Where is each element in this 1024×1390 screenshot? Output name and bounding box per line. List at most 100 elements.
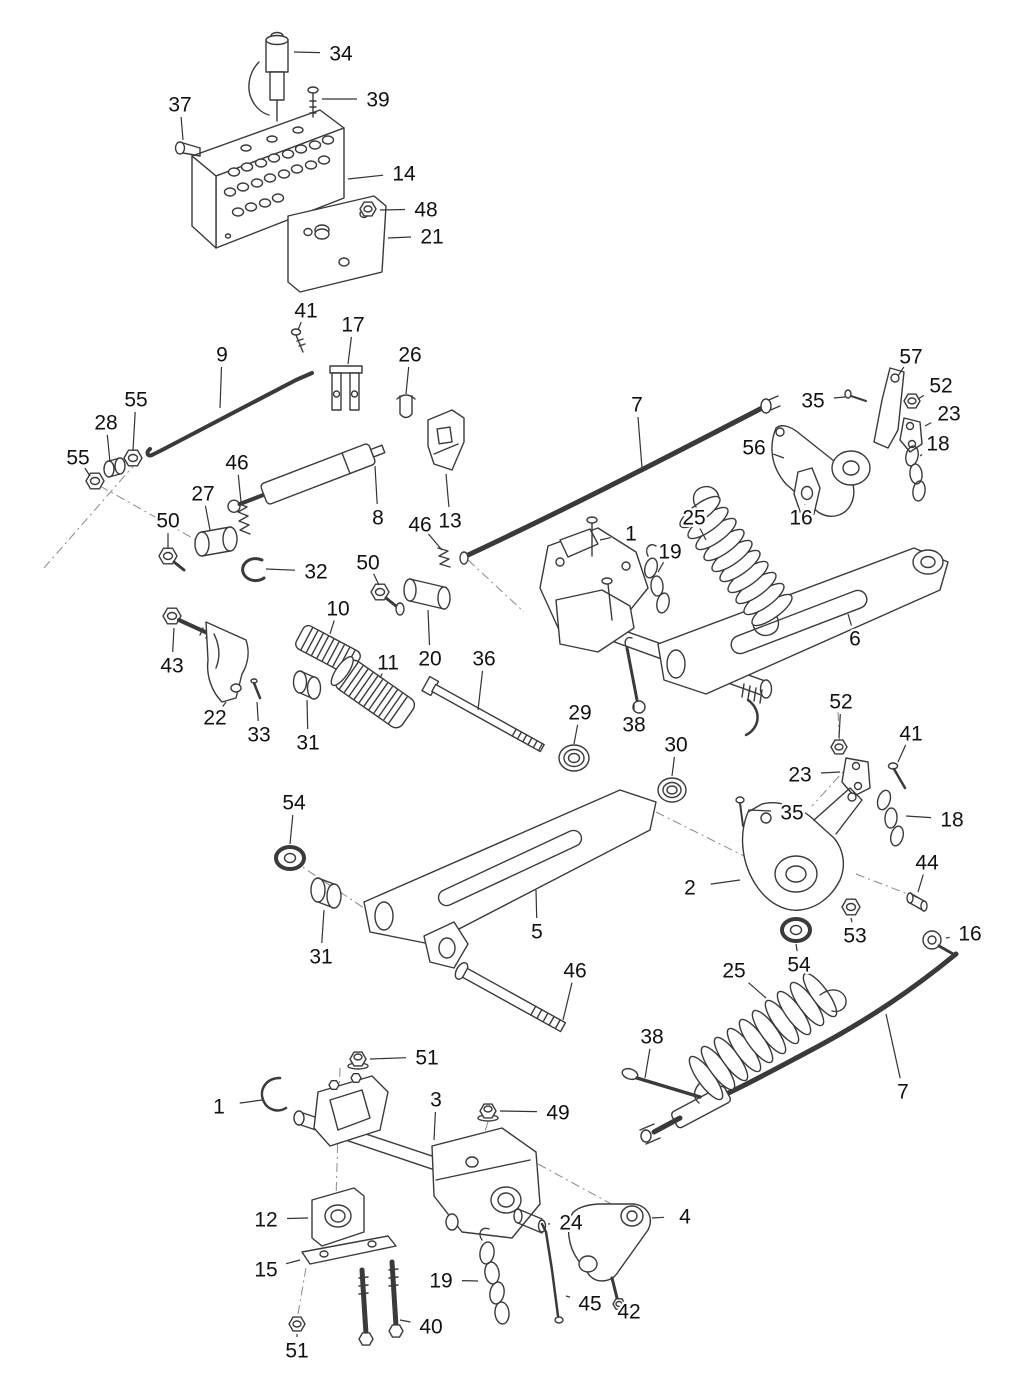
callout-leader-23 xyxy=(924,422,932,427)
callout-label-9: 9 xyxy=(216,343,228,366)
part-38-eye-bolt xyxy=(624,636,646,714)
part-55-nut xyxy=(123,449,143,467)
callout-leader-46 xyxy=(427,533,443,551)
callout-label-12: 12 xyxy=(254,1208,277,1231)
callout-leader-19 xyxy=(657,562,665,573)
callout-label-37: 37 xyxy=(168,93,191,116)
part-50-bolt xyxy=(158,547,186,572)
callout-leader-22 xyxy=(222,701,227,707)
callout-leader-25 xyxy=(699,528,707,541)
callout-leader-4 xyxy=(651,1216,665,1219)
callout-label-19: 19 xyxy=(658,540,681,563)
part-52-nut xyxy=(903,393,921,409)
callout-leader-40 xyxy=(399,1319,411,1323)
callout-leader-35 xyxy=(833,396,846,399)
part-11-splined-shaft xyxy=(330,656,416,729)
callout-label-54: 54 xyxy=(282,791,306,814)
part-46-spring-pin xyxy=(236,502,251,535)
callout-leader-5 xyxy=(535,889,538,919)
callout-leader-14 xyxy=(347,174,384,180)
callout-label-31: 31 xyxy=(296,731,319,754)
callout-label-35: 35 xyxy=(780,801,803,824)
part-52-nut xyxy=(830,739,848,755)
callout-label-52: 52 xyxy=(929,374,952,397)
callout-leader-32 xyxy=(265,568,296,571)
part-44-pin xyxy=(906,892,928,912)
callout-leader-8 xyxy=(374,465,378,505)
part-56-curved-link-arm xyxy=(771,425,871,517)
callout-label-51: 51 xyxy=(285,1339,308,1362)
part-30-bushing xyxy=(657,777,687,803)
callout-leader-20 xyxy=(427,609,431,646)
part-41-bolt xyxy=(887,762,907,790)
callout-leader-34 xyxy=(293,51,321,54)
part-46-bolt xyxy=(454,961,567,1033)
callout-label-8: 8 xyxy=(372,506,384,529)
callout-label-48: 48 xyxy=(414,198,437,221)
callout-label-42: 42 xyxy=(617,1300,640,1323)
part-37-clevis-pin xyxy=(174,141,201,157)
part-57-lever-arm xyxy=(873,367,905,449)
callout-leader-18 xyxy=(919,454,923,457)
callout-leader-6 xyxy=(847,613,852,626)
part-15-clamp-plate xyxy=(301,1235,397,1265)
callout-label-15: 15 xyxy=(254,1258,277,1281)
parts xyxy=(85,31,959,1346)
callout-label-27: 27 xyxy=(191,482,214,505)
callout-leader-17 xyxy=(347,336,352,365)
callout-leader-9 xyxy=(219,366,223,409)
callout-leader-55 xyxy=(132,411,136,451)
part-49-flange-nut xyxy=(477,1103,499,1122)
callout-label-25: 25 xyxy=(722,959,745,982)
part-23-link xyxy=(841,757,871,797)
callout-label-43: 43 xyxy=(160,654,183,677)
part-3-pivot-bracket xyxy=(431,1127,541,1239)
callout-label-46: 46 xyxy=(225,451,248,474)
callout-leader-15 xyxy=(285,1259,301,1265)
callout-leader-52 xyxy=(838,713,841,739)
callout-leader-35 xyxy=(747,809,772,812)
callout-leader-49 xyxy=(499,1110,538,1113)
part-9-rod xyxy=(145,371,314,458)
part-41-bolt xyxy=(290,328,306,353)
part-28-bushing xyxy=(103,457,126,478)
callout-label-16: 16 xyxy=(789,506,812,529)
callout-leader-54 xyxy=(289,814,294,845)
part-8-damper xyxy=(227,443,386,513)
callout-leader-23 xyxy=(820,771,841,774)
callout-label-16: 16 xyxy=(958,922,981,945)
callout-leader-12 xyxy=(286,1217,309,1220)
callout-leader-56 xyxy=(773,453,785,459)
callout-label-39: 39 xyxy=(366,88,389,111)
callout-leader-31 xyxy=(321,909,325,944)
callout-leader-51 xyxy=(369,1057,407,1060)
callout-leader-46 xyxy=(562,982,573,1021)
callout-leader-53 xyxy=(850,917,853,923)
part-35-bolt xyxy=(844,389,867,402)
callout-label-26: 26 xyxy=(398,343,421,366)
callout-label-3: 3 xyxy=(430,1088,442,1111)
callout-label-29: 29 xyxy=(568,701,591,724)
part-31-spacer xyxy=(310,877,342,909)
part-51-nut xyxy=(288,1316,306,1332)
callout-label-18: 18 xyxy=(940,808,963,831)
callout-label-24: 24 xyxy=(559,1211,583,1234)
callout-leader-38 xyxy=(644,1048,651,1079)
callout-label-33: 33 xyxy=(247,723,270,746)
part-14-mounting-bracket xyxy=(191,109,345,249)
callout-leader-36 xyxy=(477,670,484,711)
callout-leader-50 xyxy=(373,573,380,586)
callout-label-41: 41 xyxy=(899,722,922,745)
part-38-spring-anchor-rod xyxy=(621,1067,702,1099)
callout-label-13: 13 xyxy=(438,509,461,532)
part-54-bushing xyxy=(780,917,812,943)
callout-leader-10 xyxy=(329,620,335,635)
callout-label-32: 32 xyxy=(304,560,327,583)
part-48-nut xyxy=(359,201,377,217)
part-7-upper-lift-rod xyxy=(459,395,781,565)
callout-label-4: 4 xyxy=(679,1205,691,1228)
callout-leader-41 xyxy=(897,744,907,763)
part-18-chain xyxy=(905,445,926,502)
callout-label-54: 54 xyxy=(787,953,811,976)
